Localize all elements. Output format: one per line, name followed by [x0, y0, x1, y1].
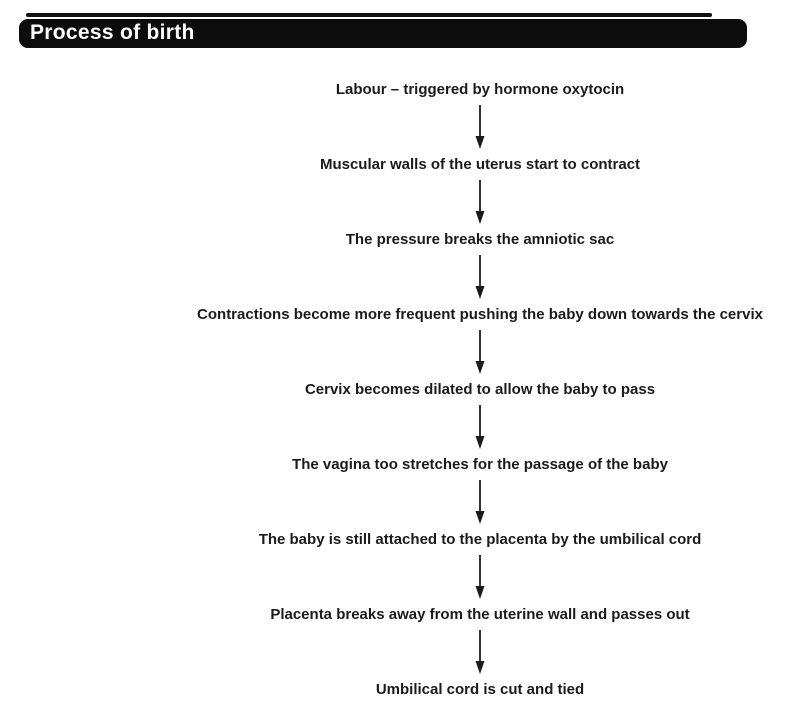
- down-arrow-icon: [472, 251, 488, 303]
- down-arrow-icon: [472, 626, 488, 678]
- flow-diagram: Labour – triggered by hormone oxytocin M…: [160, 78, 800, 701]
- flow-step: The baby is still attached to the placen…: [258, 531, 702, 548]
- flow-step: Labour – triggered by hormone oxytocin: [335, 81, 625, 98]
- down-arrow-icon: [472, 326, 488, 378]
- section-header-bar: Process of birth: [19, 19, 747, 48]
- flow-step: The vagina too stretches for the passage…: [292, 456, 668, 473]
- flow-step: The pressure breaks the amniotic sac: [345, 231, 615, 248]
- flow-step: Umbilical cord is cut and tied: [375, 681, 585, 698]
- down-arrow-icon: [472, 551, 488, 603]
- down-arrow-icon: [472, 101, 488, 153]
- down-arrow-icon: [472, 176, 488, 228]
- down-arrow-icon: [472, 476, 488, 528]
- flow-step: Placenta breaks away from the uterine wa…: [270, 606, 690, 623]
- flow-step: Cervix becomes dilated to allow the baby…: [304, 381, 656, 398]
- flow-step: Contractions become more frequent pushin…: [197, 306, 763, 323]
- down-arrow-icon: [472, 401, 488, 453]
- top-rule: [26, 13, 712, 17]
- section-title: Process of birth: [30, 21, 195, 44]
- flow-step: Muscular walls of the uterus start to co…: [319, 156, 641, 173]
